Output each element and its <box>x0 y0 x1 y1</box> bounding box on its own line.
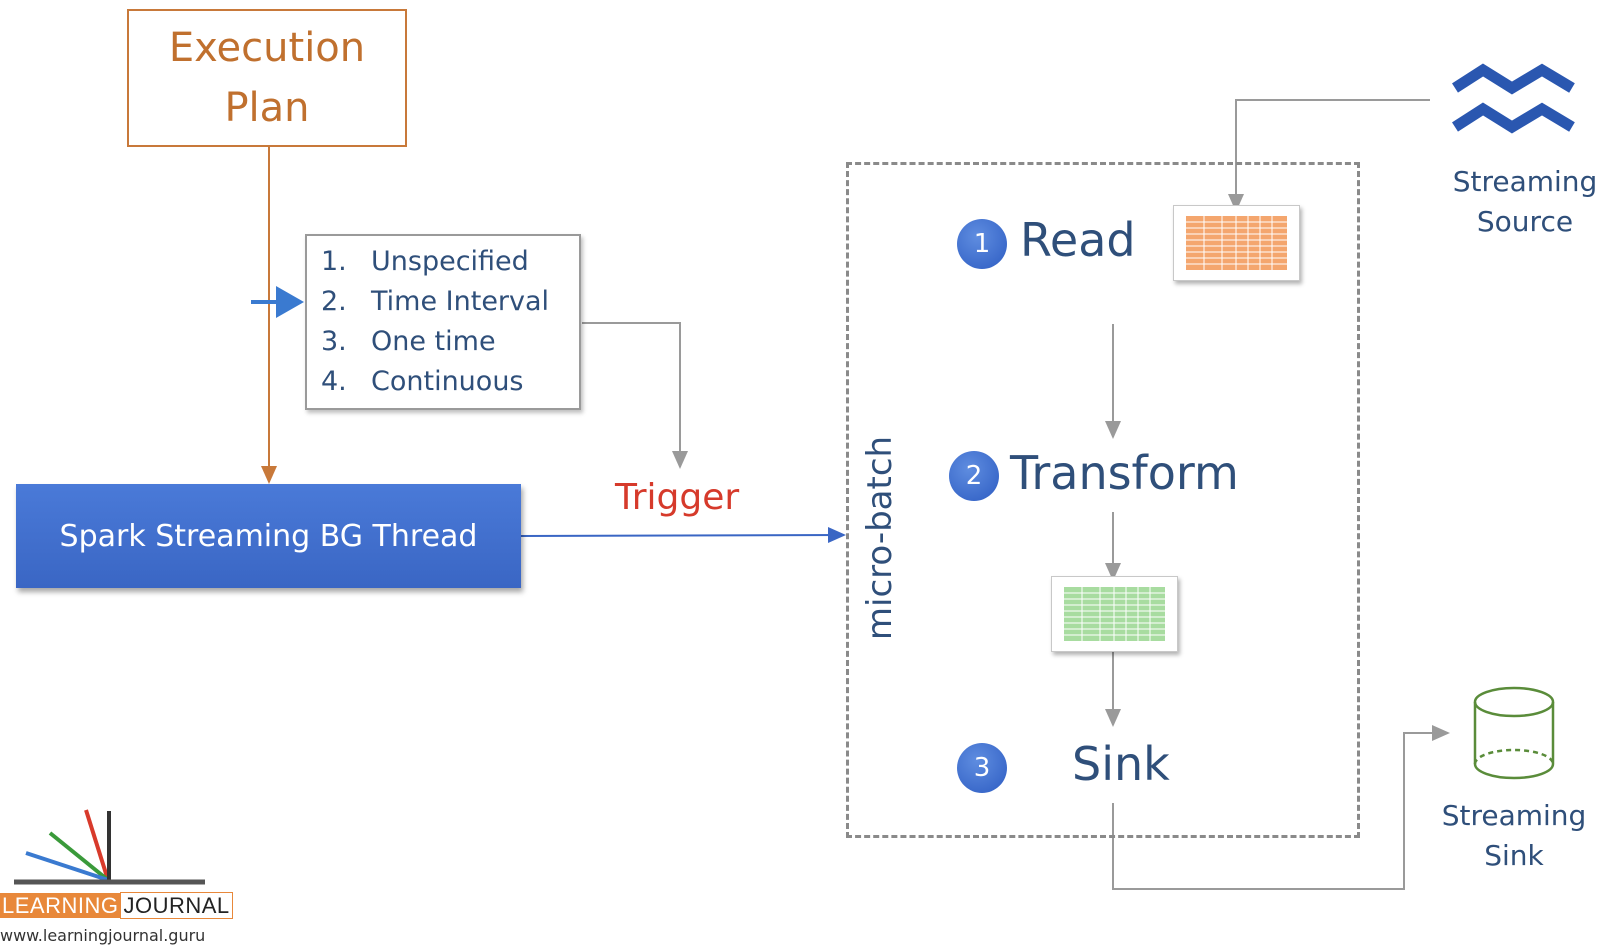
transform-table-grid <box>1064 587 1165 641</box>
trigger-option: 1. Unspecified <box>321 242 579 282</box>
streaming-sink-line1: Streaming <box>1441 799 1587 832</box>
options-to-trigger-arrow <box>582 322 688 469</box>
bg-thread-label: Spark Streaming BG Thread <box>59 518 478 554</box>
step-3-badge: 3 <box>957 743 1007 793</box>
step-sink-label: Sink <box>1072 737 1170 791</box>
trigger-options-box: 1. Unspecified 2. Time Interval 3. One t… <box>305 234 581 410</box>
trigger-label: Trigger <box>615 477 740 518</box>
streaming-source-label: Streaming Source <box>1445 162 1600 242</box>
logo-url: www.learningjournal.guru <box>0 926 206 945</box>
trigger-option-number: 2. <box>321 286 347 317</box>
execution-plan-line1: Execution <box>168 25 366 71</box>
step-read-label: Read <box>1020 213 1136 267</box>
database-icon <box>1473 686 1555 780</box>
source-to-read-arrow <box>1228 99 1430 212</box>
execution-plan-box: Execution Plan <box>127 9 407 147</box>
micro-batch-label: micro-batch <box>860 435 900 641</box>
logo-icon <box>14 809 205 885</box>
trigger-option-label: Time Interval <box>371 286 550 317</box>
trigger-option-number: 3. <box>321 326 347 357</box>
streaming-source-line2: Source <box>1476 205 1574 238</box>
streaming-sink-line2: Sink <box>1484 839 1544 872</box>
trigger-option-label: One time <box>371 326 496 357</box>
logo-journal-text: JOURNAL <box>120 892 233 919</box>
trigger-option-label: Unspecified <box>371 246 529 277</box>
micro-batch-box <box>846 162 1360 838</box>
bg-thread-box: Spark Streaming BG Thread <box>16 484 521 588</box>
step-1-badge: 1 <box>957 219 1007 269</box>
trigger-option-number: 4. <box>321 366 347 397</box>
step-transform-label: Transform <box>1010 446 1239 500</box>
sink-to-destination-arrow <box>1112 725 1450 890</box>
trigger-option: 3. One time <box>321 322 579 362</box>
trigger-option-number: 1. <box>321 246 347 277</box>
logo-learning-text: LEARNING <box>0 893 121 918</box>
streaming-source-line1: Streaming <box>1452 165 1598 198</box>
execution-plan-line2: Plan <box>224 85 310 131</box>
streaming-source-icon <box>1452 63 1575 134</box>
trigger-option: 4. Continuous <box>321 362 579 402</box>
step-2-badge: 2 <box>949 451 999 501</box>
read-table-grid <box>1186 216 1287 270</box>
transform-data-table <box>1051 576 1178 652</box>
trigger-option: 2. Time Interval <box>321 282 579 322</box>
read-data-table <box>1173 205 1300 281</box>
trigger-option-label: Continuous <box>371 366 524 397</box>
thread-to-microbatch-arrow <box>520 527 846 544</box>
streaming-sink-label: Streaming Sink <box>1434 796 1594 876</box>
